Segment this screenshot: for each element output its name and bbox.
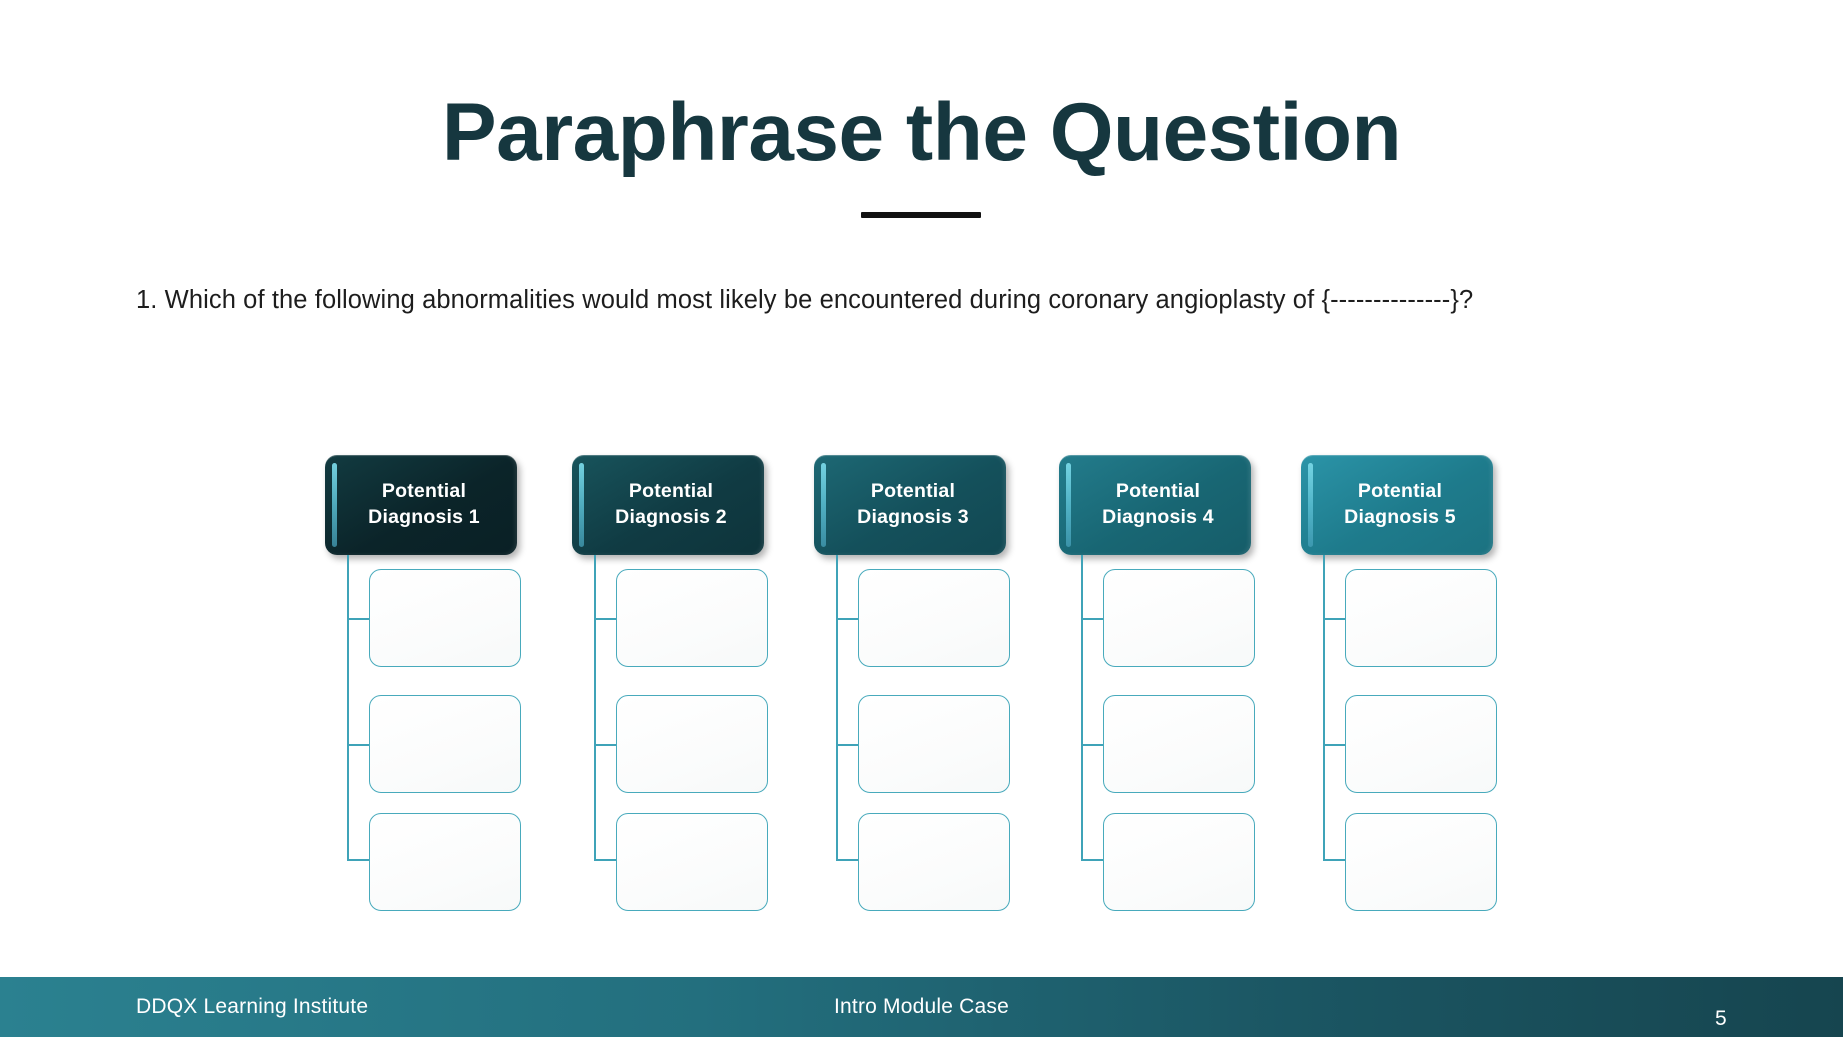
connector-stub [836,744,860,746]
answer-box[interactable] [1103,695,1255,793]
connector-stub [594,618,618,620]
connector-stub [1081,859,1105,861]
accent-bar-icon [1308,463,1313,547]
connector-stub [1323,744,1347,746]
answer-box[interactable] [616,569,768,667]
answer-box[interactable] [858,695,1010,793]
question-text: 1. Which of the following abnormalities … [136,286,1474,314]
diagnosis-header-5[interactable]: Potential Diagnosis 5 [1301,455,1493,555]
answer-box[interactable] [616,695,768,793]
diagnosis-header-2[interactable]: Potential Diagnosis 2 [572,455,764,555]
connector-stub [347,744,371,746]
answer-box[interactable] [858,813,1010,911]
diagnosis-header-1[interactable]: Potential Diagnosis 1 [325,455,517,555]
answer-box[interactable] [616,813,768,911]
connector-stub [1323,859,1347,861]
connector-stub [594,744,618,746]
connector-stub [594,859,618,861]
answer-box[interactable] [369,569,521,667]
footer-module-name: Intro Module Case [834,995,1009,1018]
answer-box[interactable] [1103,813,1255,911]
diagnosis-header-label: Potential Diagnosis 5 [1344,480,1456,528]
answer-box[interactable] [369,813,521,911]
footer-institute-name: DDQX Learning Institute [136,995,369,1018]
diagnosis-header-3[interactable]: Potential Diagnosis 3 [814,455,1006,555]
connector-stub [836,618,860,620]
diagnosis-header-label: Potential Diagnosis 4 [1102,480,1214,528]
answer-box[interactable] [1345,813,1497,911]
connector-trunk [594,555,596,859]
connector-stub [347,618,371,620]
answer-box[interactable] [1103,569,1255,667]
connector-stub [1323,618,1347,620]
connector-stub [347,859,371,861]
diagnosis-header-label: Potential Diagnosis 1 [368,480,480,528]
page-title: Paraphrase the Question [441,87,1402,178]
diagnosis-column-5: Potential Diagnosis 5 [1301,455,1506,940]
title-underline-rule [861,212,981,218]
diagnosis-diagram: Potential Diagnosis 1 Potential Diagnosi… [325,455,1525,940]
diagnosis-column-3: Potential Diagnosis 3 [814,455,1019,940]
accent-bar-icon [821,463,826,547]
diagnosis-column-1: Potential Diagnosis 1 [325,455,530,940]
connector-stub [836,859,860,861]
accent-bar-icon [1066,463,1071,547]
accent-bar-icon [332,463,337,547]
answer-box[interactable] [369,695,521,793]
answer-box[interactable] [1345,695,1497,793]
footer-page-number: 5 [1715,1007,1727,1030]
connector-trunk [347,555,349,859]
answer-box[interactable] [1345,569,1497,667]
connector-trunk [836,555,838,859]
diagnosis-header-label: Potential Diagnosis 2 [615,480,727,528]
answer-box[interactable] [858,569,1010,667]
diagnosis-column-2: Potential Diagnosis 2 [572,455,777,940]
diagnosis-header-4[interactable]: Potential Diagnosis 4 [1059,455,1251,555]
connector-stub [1081,744,1105,746]
slide-footer: DDQX Learning Institute Intro Module Cas… [0,977,1843,1037]
connector-trunk [1323,555,1325,859]
connector-trunk [1081,555,1083,859]
diagnosis-column-4: Potential Diagnosis 4 [1059,455,1264,940]
diagnosis-header-label: Potential Diagnosis 3 [857,480,969,528]
connector-stub [1081,618,1105,620]
accent-bar-icon [579,463,584,547]
